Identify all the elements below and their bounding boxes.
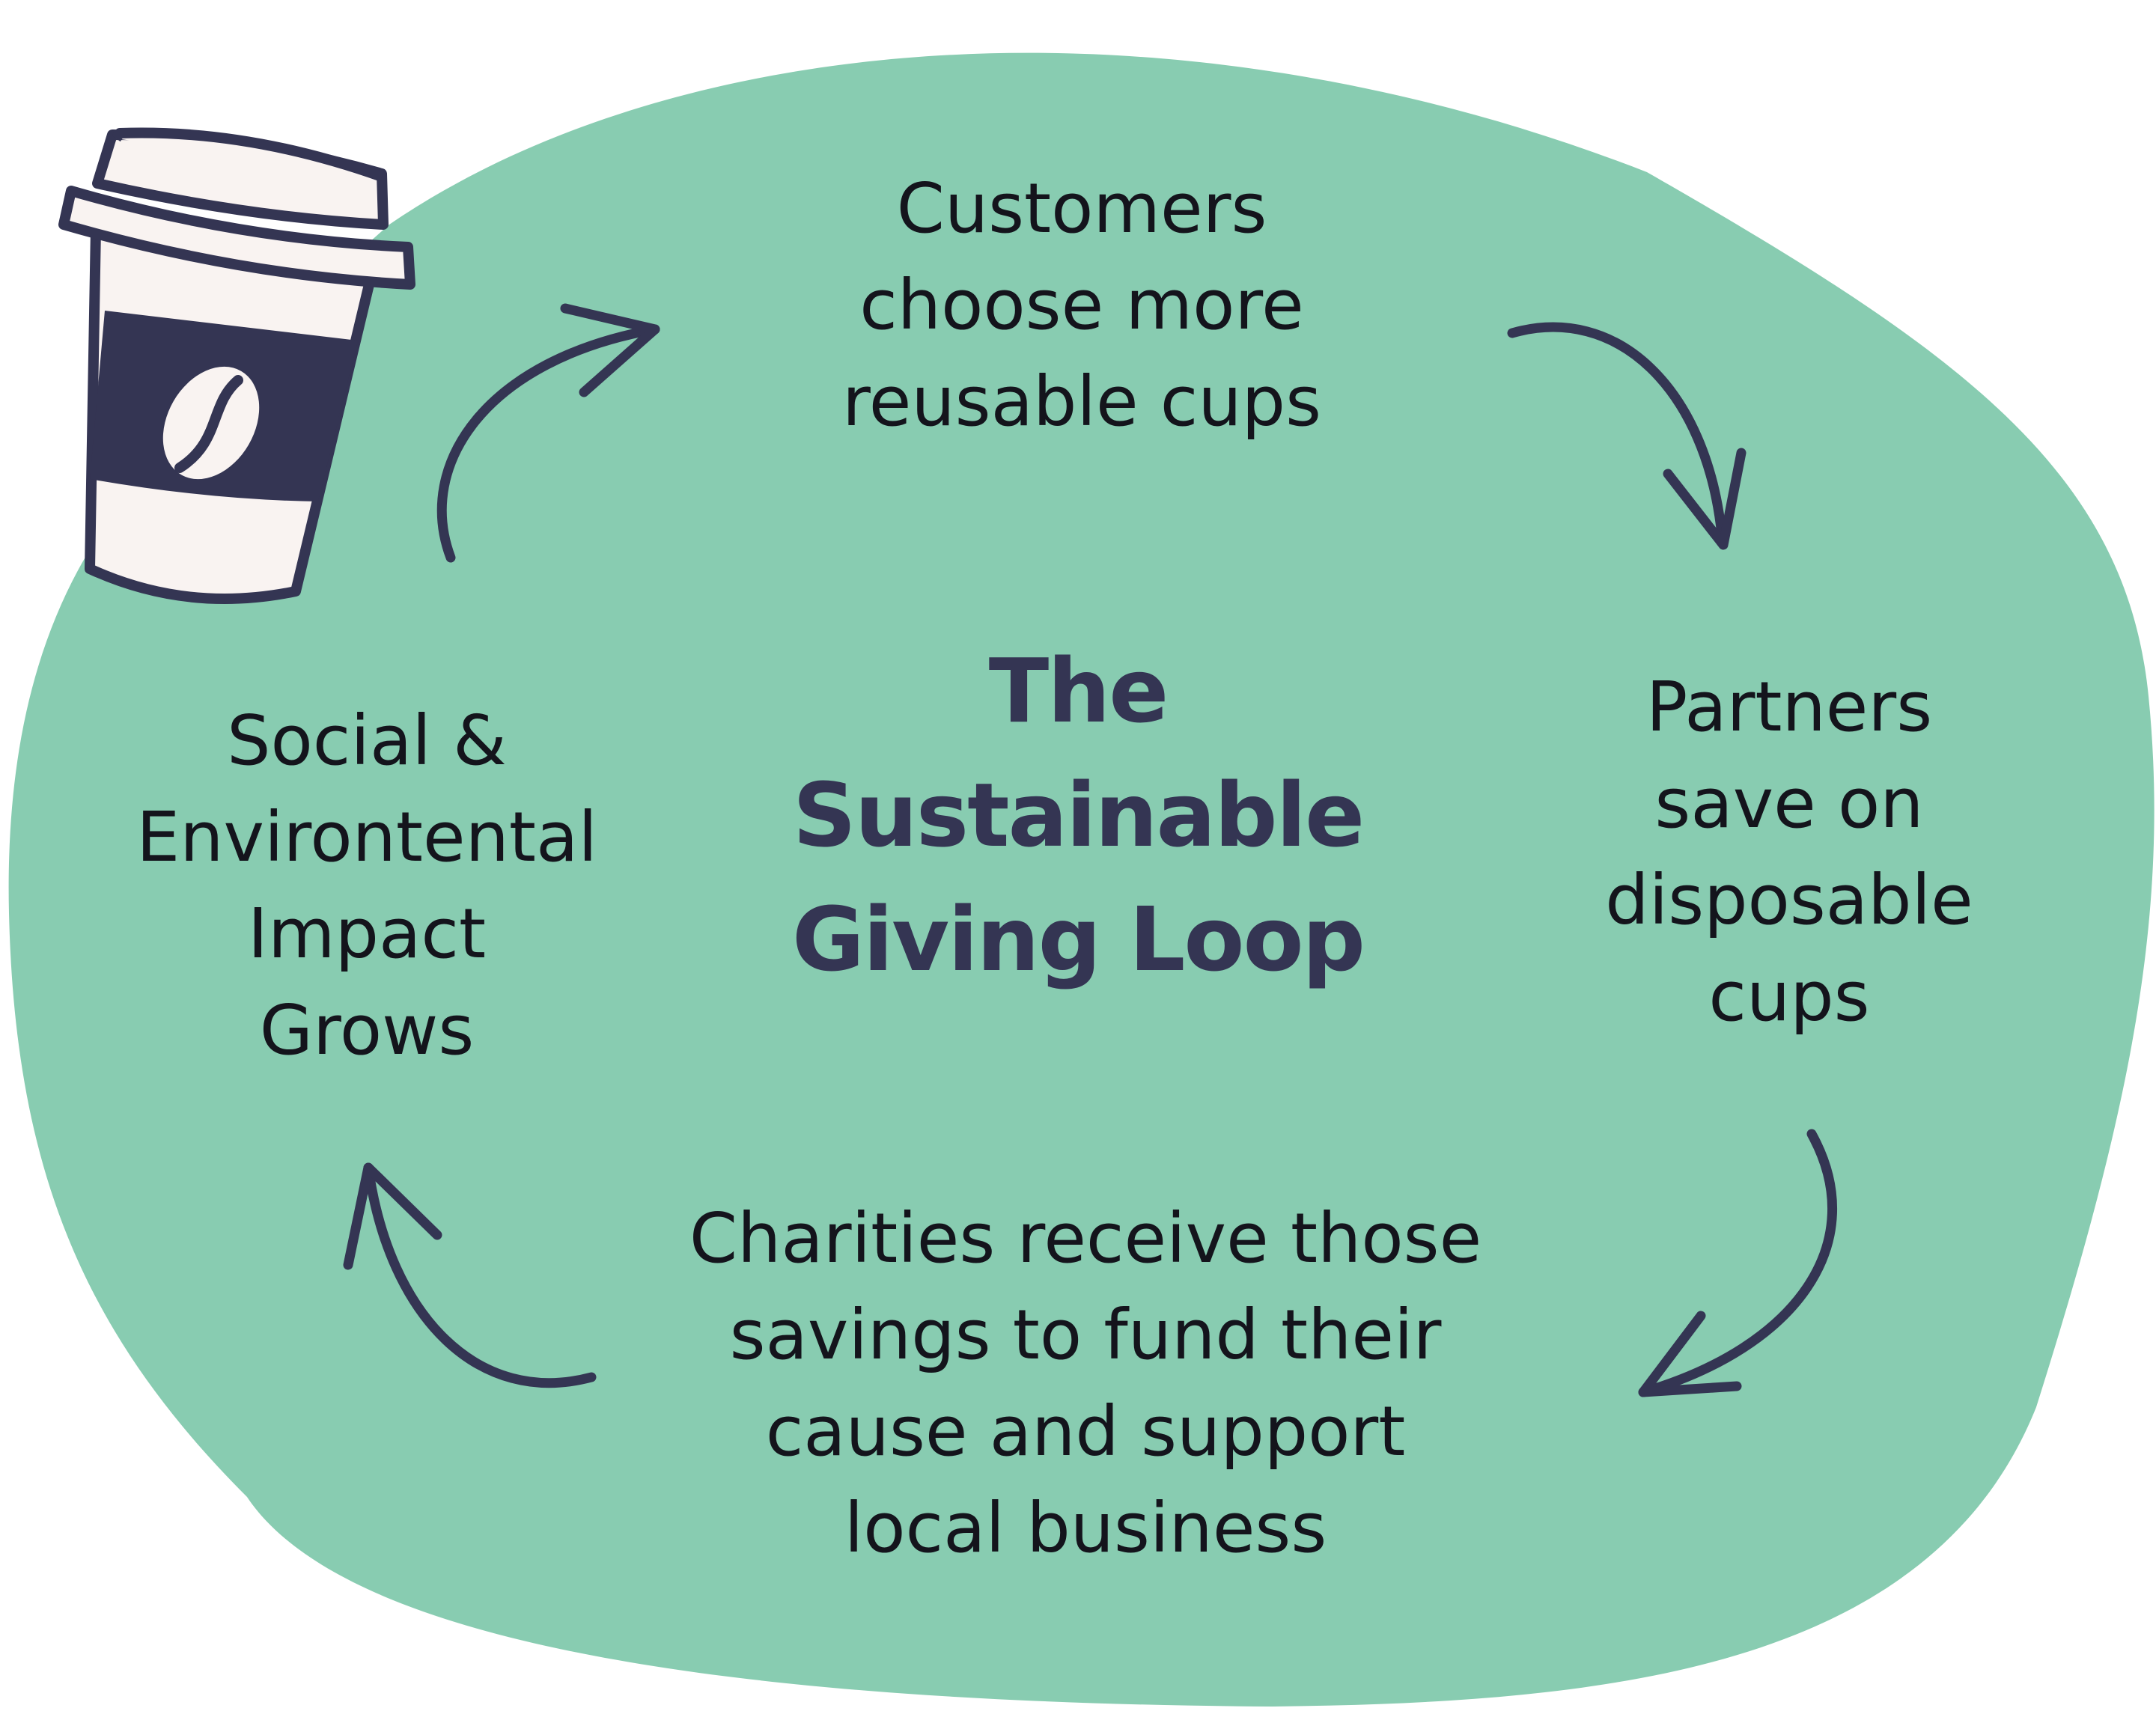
step-line: Customers <box>896 168 1267 248</box>
step-line: cause and support <box>765 1391 1406 1472</box>
step-line: local business <box>844 1488 1327 1568</box>
coffee-bean-icon <box>162 366 260 480</box>
coffee-cup-icon <box>58 127 415 604</box>
step-line: save on <box>1654 763 1924 844</box>
step-line: Partners <box>1645 667 1933 747</box>
step-line: disposable <box>1605 860 1973 940</box>
step-customers-choose-reusable: Customers choose more reusable cups <box>756 160 1407 450</box>
step-partners-save: Partners save on disposable cups <box>1550 659 2029 1045</box>
step-line: cups <box>1708 957 1870 1037</box>
step-charities-receive-savings: Charities receive those savings to fund … <box>591 1190 1580 1576</box>
arrow-top-left <box>436 303 660 563</box>
step-line: Charities receive those <box>689 1198 1482 1278</box>
step-line: Social & <box>227 701 507 781</box>
title-line: Giving Loop <box>791 888 1365 991</box>
title-line: Sustainable <box>792 763 1365 867</box>
step-line: choose more <box>859 265 1304 345</box>
step-impact-grows: Social & Environtental Impact Grows <box>90 692 644 1079</box>
title-line: The <box>988 639 1169 742</box>
step-line: Grows <box>259 990 475 1070</box>
step-line: Environtental <box>136 797 597 877</box>
diagram-title: The Sustainable Giving Loop <box>726 629 1430 1001</box>
step-line: reusable cups <box>841 362 1322 442</box>
step-line: Impact <box>247 894 487 974</box>
arrow-top-right <box>1507 322 1747 550</box>
arrow-bottom-right <box>1638 1129 1837 1397</box>
background-blob <box>8 52 2155 1707</box>
step-line: savings to fund their <box>729 1295 1442 1375</box>
arrow-bottom-left <box>343 1162 597 1388</box>
